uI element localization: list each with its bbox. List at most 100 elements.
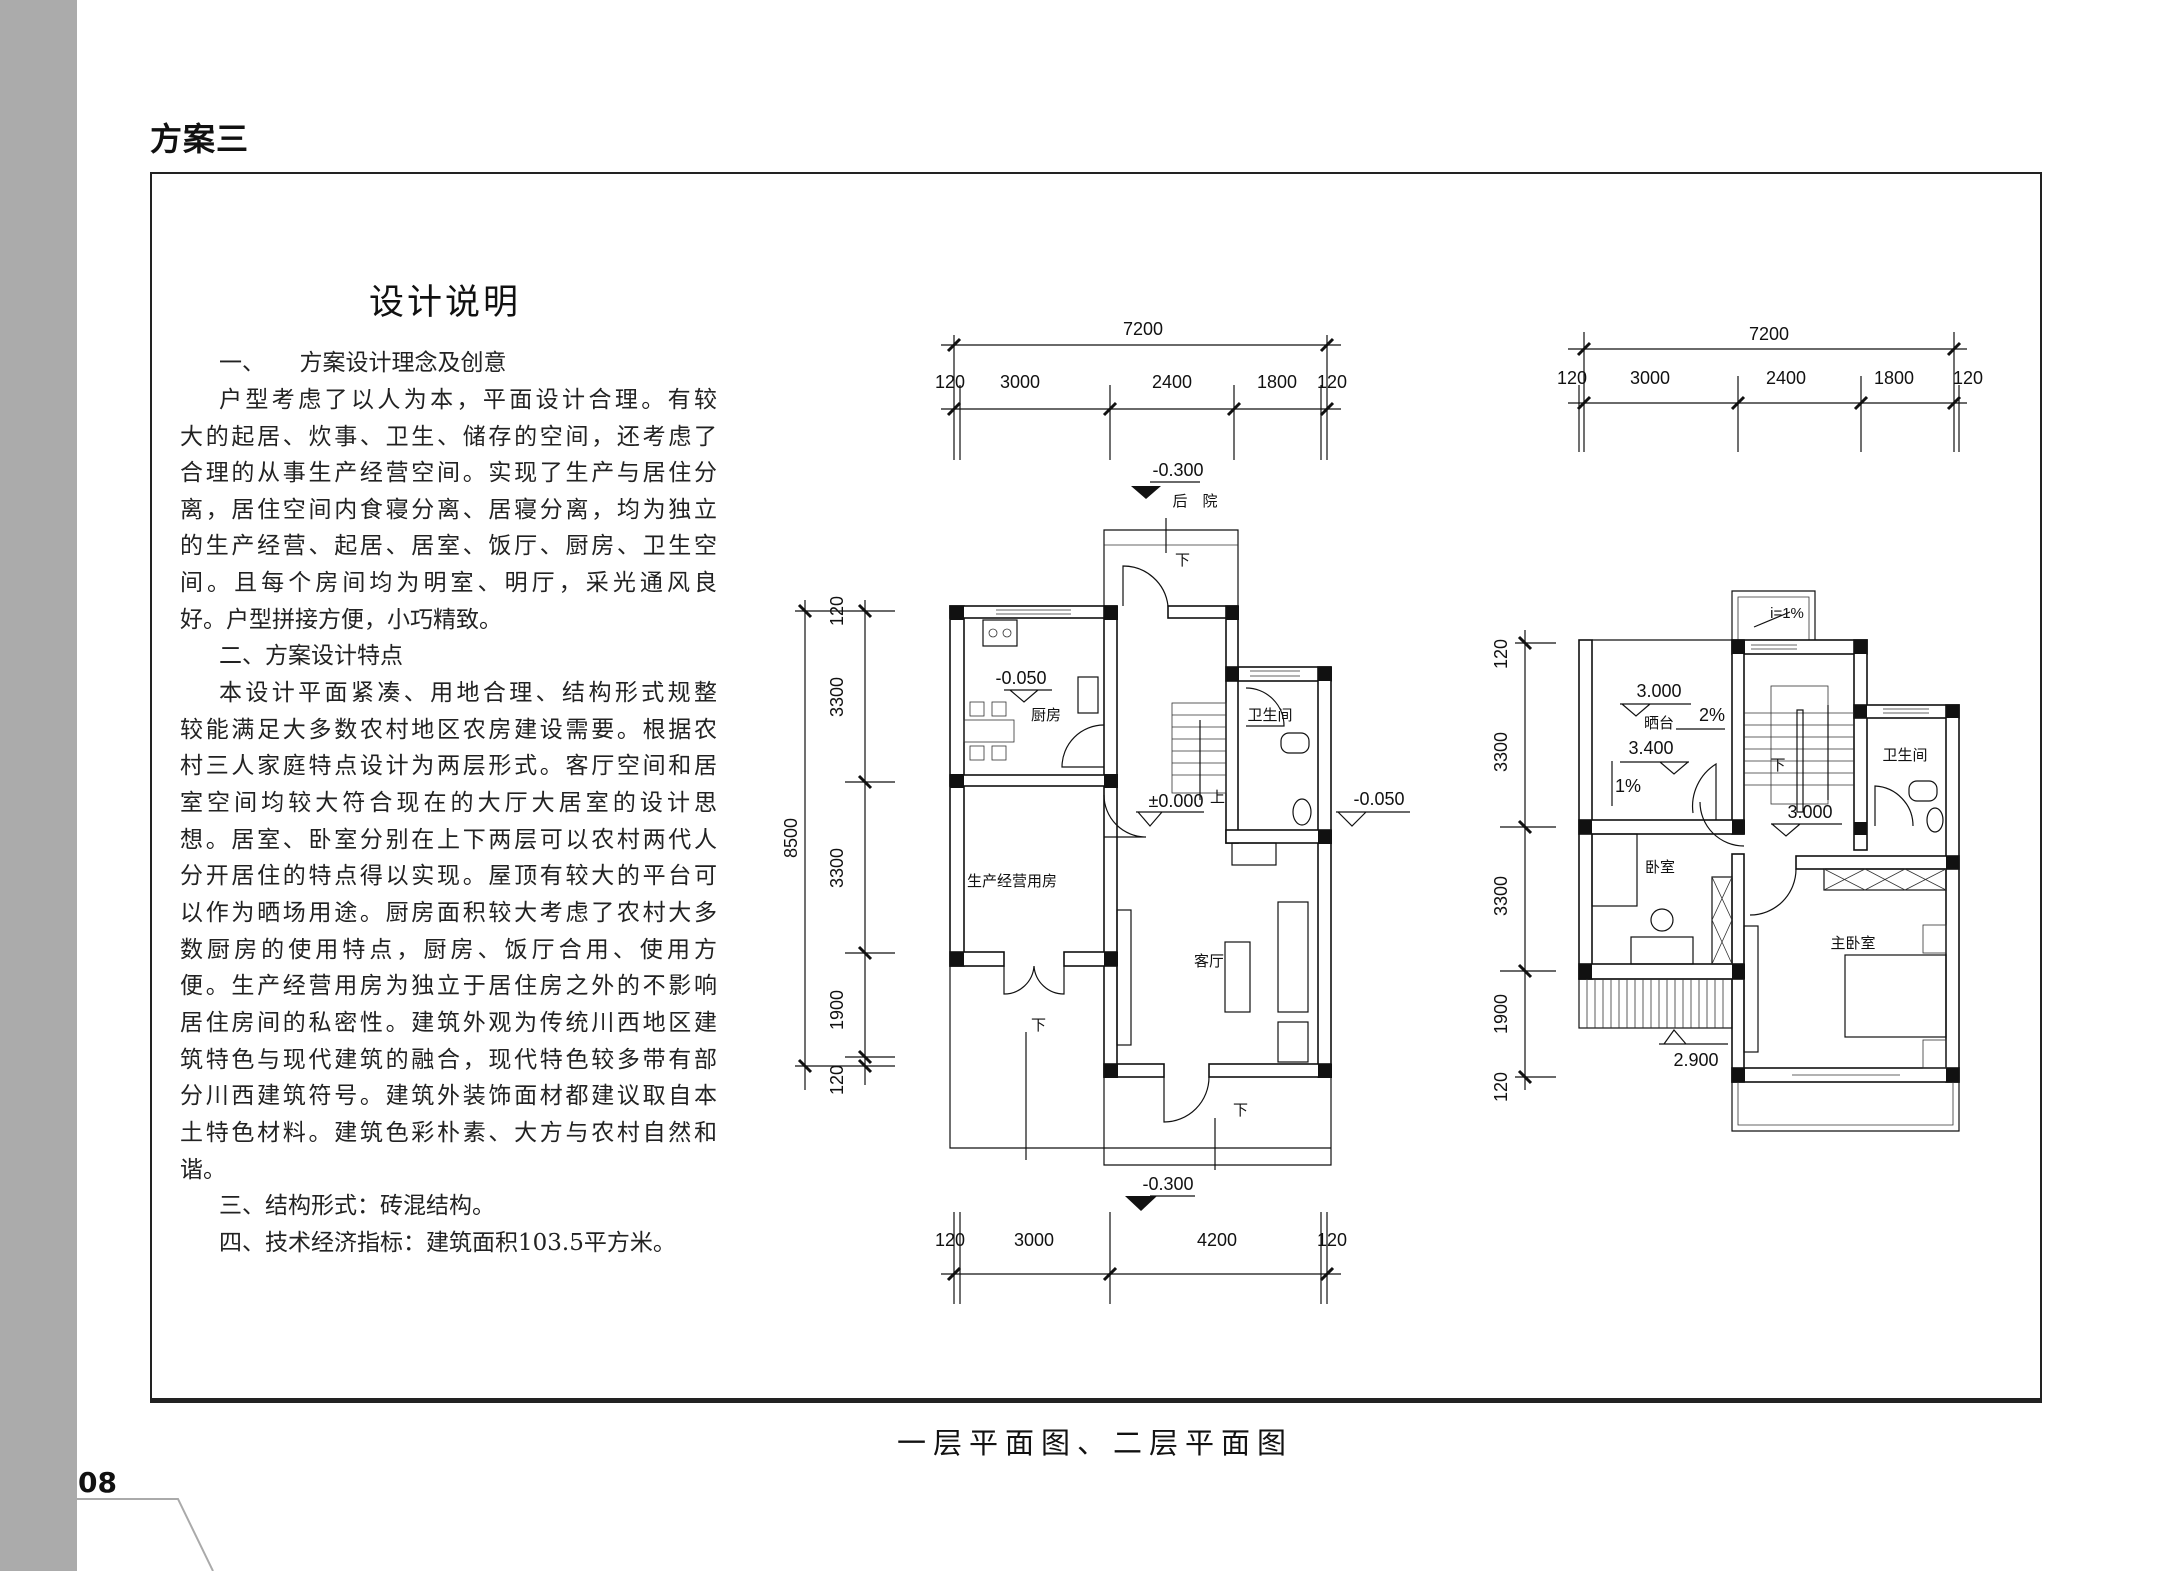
door-arc xyxy=(1749,868,1797,916)
dim-seg: 120 xyxy=(1491,1072,1511,1102)
dim-seg: 120 xyxy=(935,1230,965,1250)
double-bed-icon xyxy=(1844,954,1947,1038)
dim-seg: 2400 xyxy=(1152,372,1192,392)
tv-cabinet-icon xyxy=(1743,925,1759,1053)
dim-total: 7200 xyxy=(1749,324,1789,344)
page-side-bar xyxy=(0,0,77,1571)
slope-label: 1% xyxy=(1615,776,1641,796)
slope-label: 2% xyxy=(1699,705,1725,725)
toilet-icon xyxy=(1280,732,1310,754)
down-label: 下 xyxy=(1770,757,1785,774)
notes-line: 以作为晒场用途。厨房面积较大考虑了农村大多 xyxy=(180,900,717,926)
door-arc xyxy=(1691,762,1717,820)
notes-line: 居住房间的私密性。建筑外观为传统川西地区建 xyxy=(180,1010,717,1036)
notes-line: 间。且每个房间均为明室、明厅，采光通风良 xyxy=(180,570,717,596)
level-marker-icon xyxy=(1659,1029,1728,1045)
dim-seg: 120 xyxy=(827,1065,847,1095)
dim-seg: 1800 xyxy=(1874,368,1914,388)
figure-caption: 一层平面图、二层平面图 xyxy=(896,1426,1293,1460)
terrace-label: 晒台 xyxy=(1644,715,1674,732)
staircase: 上 xyxy=(1171,702,1227,806)
balcony-railing xyxy=(1578,978,1733,1029)
notes-heading: 四、技术经济指标：建筑面积103.5平方米。 xyxy=(219,1230,676,1256)
dim-total: 8500 xyxy=(781,818,801,858)
down-label: 下 xyxy=(1175,552,1190,569)
coffee-table-icon xyxy=(1224,941,1251,1013)
dim-seg: 4200 xyxy=(1197,1230,1237,1250)
level-marker-icon xyxy=(1131,486,1161,499)
notes-line: 想。居室、卧室分别在上下两层可以农村两代人 xyxy=(180,827,717,853)
dim-seg: 3000 xyxy=(1630,368,1670,388)
notes-line: 谐。 xyxy=(180,1157,226,1183)
kitchen-level: -0.050 xyxy=(995,668,1046,688)
tv-cabinet-icon xyxy=(1116,909,1132,1046)
notes-heading: 一、 方案设计理念及创意 xyxy=(219,350,507,376)
notes-line: 合理的从事生产经营空间。实现了生产与居住分 xyxy=(180,460,717,486)
door-arc xyxy=(1163,1076,1210,1123)
columns xyxy=(950,606,1332,1078)
basin-icon xyxy=(1292,798,1312,826)
staircase: 下 xyxy=(1744,685,1854,813)
plan1-bottom-dimensions: 120 3000 4200 120 xyxy=(935,1212,1347,1304)
dim-seg: 120 xyxy=(1491,639,1511,669)
bedroom-label: 卧室 xyxy=(1645,859,1675,876)
door-arc xyxy=(1245,687,1285,727)
bath-level: -0.050 xyxy=(1353,789,1404,809)
door-arc xyxy=(1122,565,1169,607)
notes-line: 较能满足大多数农村地区农房建设需要。根据农 xyxy=(180,717,717,743)
level-marker-icon xyxy=(1620,703,1691,717)
notes-line: 筑特色与现代建筑的融合，现代特色较多带有部 xyxy=(180,1047,717,1073)
notes-title: 设计说明 xyxy=(368,283,521,323)
dim-seg: 1900 xyxy=(827,990,847,1030)
level-marker-icon xyxy=(1125,1196,1157,1211)
up-label: 上 xyxy=(1210,789,1225,806)
dim-seg: 1900 xyxy=(1491,994,1511,1034)
notes-heading: 三、结构形式：砖混结构。 xyxy=(219,1193,495,1219)
wardrobe-icon xyxy=(1711,876,1733,965)
dim-seg: 120 xyxy=(935,372,965,392)
dim-seg: 120 xyxy=(1557,368,1587,388)
slope-label: i=1% xyxy=(1770,605,1804,622)
notes-line: 村三人家庭特点设计为两层形式。客厅空间和居 xyxy=(180,753,717,779)
basin-icon xyxy=(1926,807,1944,833)
dim-seg: 120 xyxy=(1953,368,1983,388)
page-number: 08 xyxy=(78,1466,117,1499)
dim-seg: 3300 xyxy=(1491,732,1511,772)
door-arc xyxy=(1699,801,1745,847)
toilet-icon xyxy=(1908,780,1938,802)
first-floor-plan: 7200 120 3000 2400 1800 120 -0.300 后 院 下 xyxy=(781,319,1410,1304)
level-marker-icon xyxy=(1136,811,1204,827)
door-arc xyxy=(1874,785,1914,827)
columns xyxy=(1579,640,1959,1082)
living-room-label: 客厅 xyxy=(1194,953,1224,970)
notes-line: 土特色材料。建筑色彩朴素、大方与农村自然和 xyxy=(180,1120,717,1146)
notes-line: 分川西建筑符号。建筑外装饰面材都建议取自本 xyxy=(180,1083,717,1109)
bathroom-label: 卫生间 xyxy=(1882,747,1927,764)
double-door-arc xyxy=(1003,965,1065,995)
kitchen-label: 厨房 xyxy=(1031,707,1061,724)
bed-icon xyxy=(1591,833,1638,907)
notes-line: 大的起居、炊事、卫生、储存的空间，还考虑了 xyxy=(180,424,717,450)
level-marker-icon xyxy=(1771,823,1842,837)
notes-line: 便。生产经营用房为独立于居住房之外的不影响 xyxy=(180,973,717,999)
dim-seg: 3000 xyxy=(1014,1230,1054,1250)
dim-seg: 2400 xyxy=(1766,368,1806,388)
rear-level: -0.300 xyxy=(1152,460,1203,480)
landing-level: 3.000 xyxy=(1787,802,1832,822)
notes-line: 好。户型拼接方便，小巧精致。 xyxy=(180,607,502,633)
chair-icon xyxy=(1650,908,1674,932)
notes-line: 数厨房的使用特点，厨房、饭厅合用、使用方 xyxy=(180,937,717,963)
plan1-left-dimensions: 120 3300 8500 3300 1900 120 xyxy=(781,596,895,1095)
section-title: 方案三 xyxy=(150,120,250,158)
notes-line: 离，居住空间内食寝分离、居寝分离，均为独立 xyxy=(180,497,717,523)
dim-total: 7200 xyxy=(1123,319,1163,339)
dim-seg: 3300 xyxy=(827,848,847,888)
notes-line: 本设计平面紧凑、用地合理、结构形式规整 xyxy=(219,680,717,706)
hall-level: ±0.000 xyxy=(1149,791,1204,811)
terrace-level: 3.000 xyxy=(1636,681,1681,701)
notes-line: 户型考虑了以人为本，平面设计合理。有较 xyxy=(219,387,717,413)
dim-seg: 3300 xyxy=(1491,876,1511,916)
door-arc xyxy=(1103,794,1147,838)
dim-seg: 120 xyxy=(1317,372,1347,392)
